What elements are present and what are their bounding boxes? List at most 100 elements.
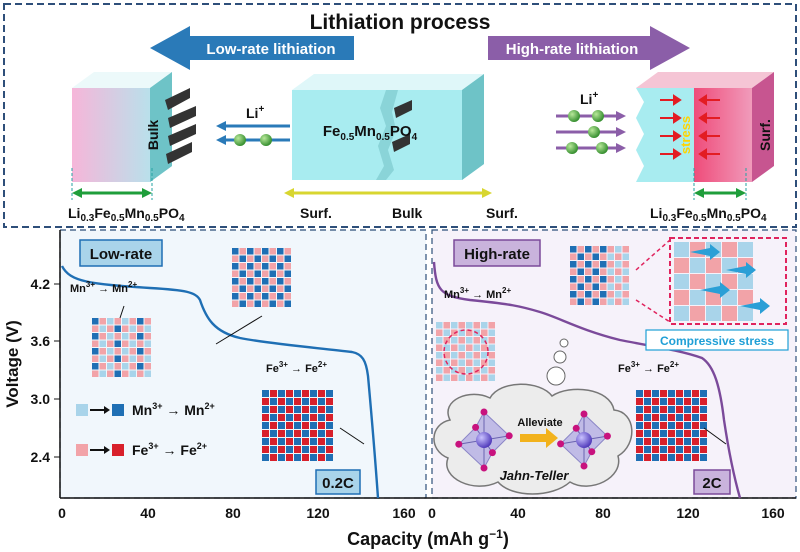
lattice-cell	[607, 253, 614, 260]
lattice-cell	[615, 283, 622, 290]
x-axis-right: 0 40 80 120 160	[428, 505, 785, 521]
svg-text:40: 40	[140, 505, 156, 521]
lattice-cell	[278, 398, 285, 405]
li-arrows-right	[556, 110, 626, 154]
lattice-cell	[278, 446, 285, 453]
lattice-cell	[310, 454, 317, 461]
lattice-cell	[615, 268, 622, 275]
lattice-cell	[114, 363, 121, 370]
lattice-cell	[458, 322, 465, 329]
lattice-cell	[451, 374, 458, 381]
lattice-cell	[585, 246, 592, 253]
surf-label-right: Surf.	[757, 119, 773, 151]
lattice-cell	[239, 255, 246, 262]
lattice-cell	[473, 337, 480, 344]
lattice-cell	[262, 446, 269, 453]
lattice-cell	[481, 322, 488, 329]
lattice-cell	[144, 348, 151, 355]
lattice-cell	[318, 454, 325, 461]
lattice-cell	[570, 276, 577, 283]
lattice-cell	[700, 430, 707, 437]
lattice-cell	[284, 278, 291, 285]
lattice-cell	[660, 398, 667, 405]
lattice-cell	[137, 355, 144, 362]
lattice-cell	[310, 446, 317, 453]
lattice-cell	[473, 344, 480, 351]
lattice-cell	[676, 422, 683, 429]
lattice-cell	[107, 348, 114, 355]
lattice-cell	[232, 270, 239, 277]
lattice-cell	[247, 248, 254, 255]
high-rate-curve	[432, 261, 742, 499]
lattice-cell	[286, 398, 293, 405]
lattice-cell	[443, 352, 450, 359]
stress-arrow	[700, 282, 730, 298]
lattice-cell	[443, 344, 450, 351]
stress-label: stress	[678, 116, 693, 154]
svg-text:160: 160	[392, 505, 416, 521]
lattice-cell	[270, 438, 277, 445]
lattice-cell	[436, 329, 443, 336]
lattice-cell	[668, 438, 675, 445]
lattice-cell	[302, 406, 309, 413]
lattice-cell	[592, 283, 599, 290]
lattice-cell	[473, 322, 480, 329]
right-crystal-block: stress Surf.	[636, 72, 774, 182]
lattice-cell	[270, 430, 277, 437]
lattice-cell	[615, 298, 622, 305]
lattice-cell	[684, 406, 691, 413]
lattice-cell	[706, 290, 721, 305]
lattice-cell	[239, 293, 246, 300]
lattice-cell	[652, 454, 659, 461]
svg-text:120: 120	[676, 505, 700, 521]
lattice-cell	[326, 414, 333, 421]
lattice-cell	[294, 422, 301, 429]
lattice-cell	[239, 285, 246, 292]
lattice-cell	[443, 374, 450, 381]
lattice-cell	[700, 422, 707, 429]
svg-text:3.6: 3.6	[31, 333, 51, 349]
lattice-cell	[232, 263, 239, 270]
lattice-cell	[652, 446, 659, 453]
lattice-cell	[466, 367, 473, 374]
lattice-cell	[294, 406, 301, 413]
left-crystal-block: Bulk	[72, 72, 196, 182]
high-rate-label: High-rate lithiation	[506, 41, 639, 58]
lattice-cell	[277, 285, 284, 292]
lattice-cell	[294, 390, 301, 397]
lattice-cell	[129, 363, 136, 370]
lattice-cell	[488, 359, 495, 366]
lattice-cell	[144, 325, 151, 332]
lattice-cell	[318, 414, 325, 421]
lattice-cell	[636, 430, 643, 437]
lattice-cell	[302, 446, 309, 453]
lattice-cell	[436, 322, 443, 329]
svg-text:Fe3+ → Fe2+: Fe3+ → Fe2+	[132, 441, 207, 458]
alleviate-label: Alleviate	[517, 417, 562, 429]
lattice-cell	[107, 318, 114, 325]
lattice-cell	[284, 255, 291, 262]
alleviate-arrow	[520, 428, 558, 448]
lattice-cell	[676, 454, 683, 461]
lattice-cell	[615, 291, 622, 298]
lattice-cell	[481, 352, 488, 359]
lattice-cell	[92, 348, 99, 355]
lattice-cell	[302, 414, 309, 421]
lattice-cell	[129, 318, 136, 325]
lattice-cell	[269, 248, 276, 255]
lattice-cell	[466, 344, 473, 351]
lattice-cell	[488, 367, 495, 374]
lattice-cell	[676, 430, 683, 437]
lattice-cell	[443, 329, 450, 336]
lattice-cell	[262, 270, 269, 277]
lattice-cell	[436, 367, 443, 374]
lattice-cell	[692, 398, 699, 405]
lattice-cell	[481, 374, 488, 381]
lattice-cell	[692, 430, 699, 437]
center-bulk: Bulk	[392, 205, 423, 221]
lattice-cell	[278, 422, 285, 429]
lattice-cell	[270, 398, 277, 405]
lattice-cell	[577, 298, 584, 305]
y-axis-label: Voltage (V)	[3, 320, 22, 408]
